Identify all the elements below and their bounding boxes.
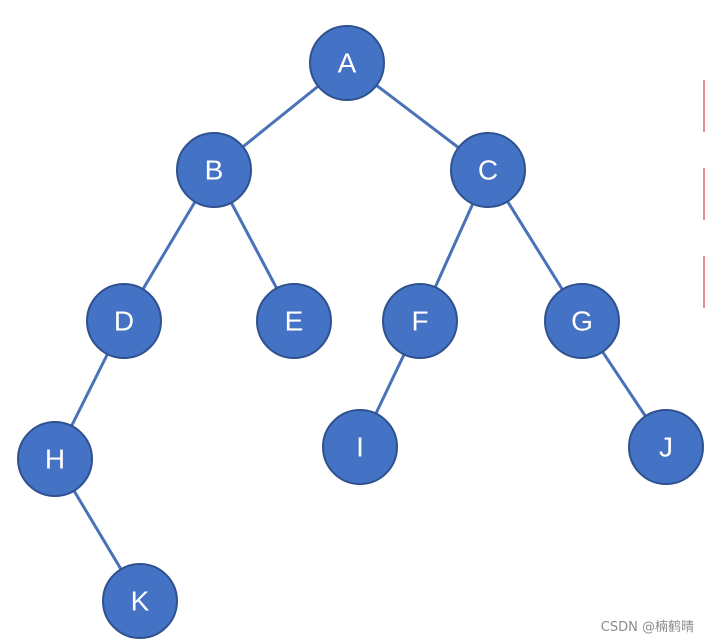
- node-circle-d: [86, 283, 162, 359]
- node-circle-h: [17, 421, 93, 497]
- node-circle-i: [322, 409, 398, 485]
- node-label-k: K: [131, 586, 150, 617]
- node-label-a: A: [338, 48, 357, 79]
- node-label-b: B: [205, 155, 224, 186]
- node-circle-c: [450, 132, 526, 208]
- node-circle-b: [176, 132, 252, 208]
- tree-nodes: A B C D E F G H I J K: [17, 25, 704, 639]
- node-i: I: [322, 409, 398, 485]
- node-circle-g: [544, 283, 620, 359]
- node-f: F: [382, 283, 458, 359]
- node-label-h: H: [45, 444, 65, 475]
- node-label-f: F: [411, 306, 428, 337]
- node-b: B: [176, 132, 252, 208]
- node-a: A: [309, 25, 385, 101]
- node-circle-f: [382, 283, 458, 359]
- watermark-text: CSDN @楠鹤晴: [600, 620, 694, 635]
- node-h: H: [17, 421, 93, 497]
- node-label-i: I: [356, 432, 364, 463]
- node-label-d: D: [114, 306, 134, 337]
- node-label-c: C: [478, 155, 498, 186]
- node-circle-k: [102, 563, 178, 639]
- node-circle-a: [309, 25, 385, 101]
- node-circle-j: [628, 409, 704, 485]
- node-g: G: [544, 283, 620, 359]
- node-j: J: [628, 409, 704, 485]
- node-label-e: E: [285, 306, 304, 337]
- node-label-j: J: [659, 432, 673, 463]
- node-label-g: G: [571, 306, 593, 337]
- node-c: C: [450, 132, 526, 208]
- node-d: D: [86, 283, 162, 359]
- node-k: K: [102, 563, 178, 639]
- node-e: E: [256, 283, 332, 359]
- node-circle-e: [256, 283, 332, 359]
